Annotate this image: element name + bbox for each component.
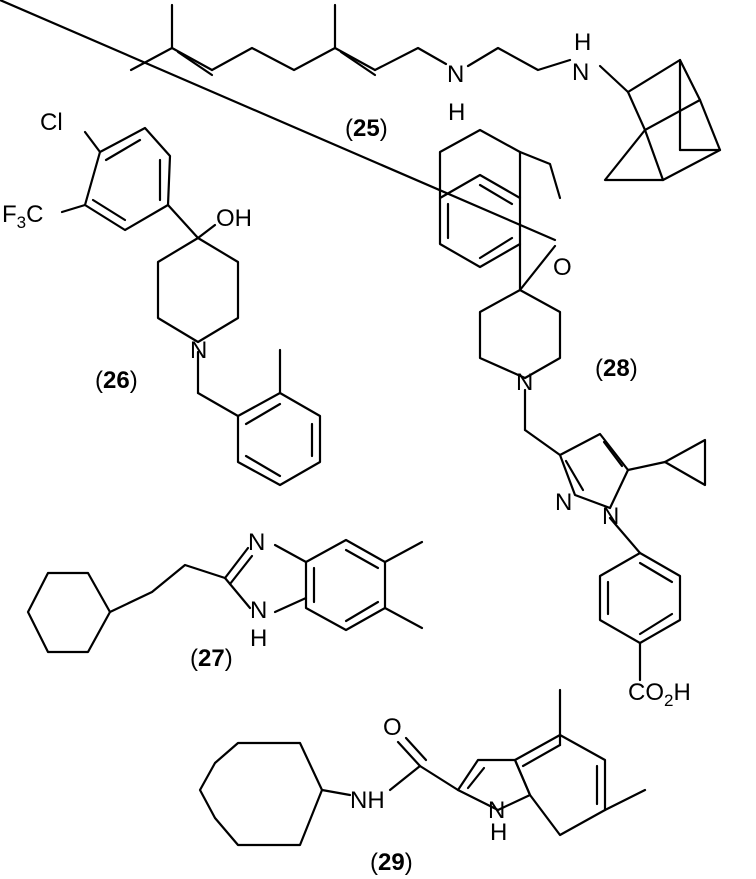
c28-n-pyr2-label: N [602,503,619,530]
c25-n2-h-label: H [574,29,591,56]
compound-25-number: 25 [353,115,380,142]
c29-n-indole-label: N [488,797,505,824]
compound-27-structure [26,538,424,654]
c27-n-bottom-h-label: H [250,625,267,652]
c28-o-label: O [553,254,572,281]
compound-29-number: 29 [378,849,405,876]
c27-n-top-label: N [248,529,265,556]
compound-26-number: 26 [103,367,130,394]
c28-n-pyr1-label: N [555,489,572,516]
compound-28-number: 28 [603,355,630,382]
c26-n-label: N [190,337,207,364]
c29-n-indole-h-label: H [490,819,507,846]
compound-26-label: (26) [95,367,138,394]
c25-n1-h-label: H [448,99,465,126]
c29-o-label: O [383,714,402,741]
compound-27-label: (27) [190,645,233,672]
compound-28-structure [0,0,707,682]
c25-n2-label: N [572,59,589,86]
c26-cf3-label: F3C [2,201,43,232]
compound-25-label: (25) [345,115,388,142]
c28-n-pip-label: N [516,369,533,396]
compound-28-label: (28) [595,355,638,382]
compound-26-structure [60,126,322,487]
compound-27-number: 27 [198,645,225,672]
c27-n-bottom-label: N [250,597,267,624]
compound-25-structure [129,3,722,182]
compound-29-label: (29) [370,849,413,876]
c26-oh-label: OH [216,205,252,232]
c25-n1-label: N [447,61,464,88]
compound-29-structure [198,688,647,847]
c29-nh-label: NH [350,787,385,814]
c28-co2h-label: CO2H [628,679,691,710]
c26-cl-label: Cl [40,109,63,136]
